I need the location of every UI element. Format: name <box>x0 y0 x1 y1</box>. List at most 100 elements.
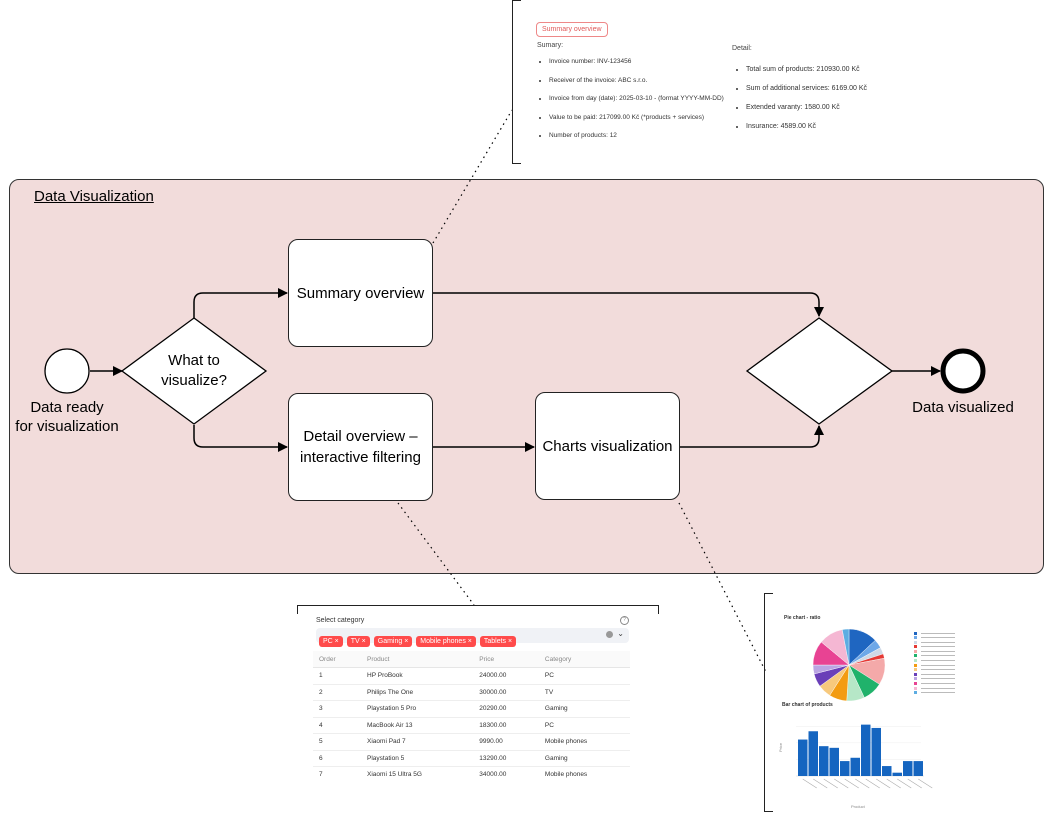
table-cell: TV <box>538 684 630 701</box>
summary-overview-label: Summary overview <box>296 284 425 302</box>
table-cell: 34000.00 <box>473 766 539 782</box>
legend-text-line <box>921 692 955 694</box>
category-tag[interactable]: Mobile phones × <box>416 636 476 647</box>
table-cell: Gaming <box>538 700 630 718</box>
select-category-label: Select category <box>316 617 365 624</box>
category-tag[interactable]: TV × <box>346 636 370 647</box>
x-tick-label <box>834 778 849 789</box>
summary-label: Sumary: <box>537 42 564 49</box>
detail-item: Sum of additional services: 6169.00 Kč <box>746 85 946 92</box>
pie-slice <box>842 628 850 666</box>
pie-chart-title: Pie chart - ratio <box>784 615 821 621</box>
summary-items-list: Invoice number: INV-123456Receiver of th… <box>537 58 739 151</box>
summary-overview-task[interactable]: Summary overview <box>288 239 433 347</box>
legend-entry <box>914 663 974 667</box>
table-cell: Gaming <box>538 750 630 767</box>
association-summary <box>432 109 513 244</box>
table-cell: 9990.00 <box>473 733 539 751</box>
x-axis-label: Product <box>851 804 866 809</box>
legend-text-line <box>921 669 955 671</box>
charts-visualization-task[interactable]: Charts visualization <box>535 392 680 500</box>
legend-text-line <box>921 641 955 643</box>
bar <box>798 739 808 776</box>
legend-swatch <box>914 640 917 644</box>
category-multiselect[interactable]: PC ×TV ×Gaming ×Mobile phones ×Tablets ×… <box>316 628 629 647</box>
legend-swatch <box>914 677 917 681</box>
legend-text-line <box>921 683 955 685</box>
pie-legend <box>914 631 974 695</box>
column-header[interactable]: Product <box>361 651 474 668</box>
table-cell: 7 <box>313 766 362 782</box>
x-tick-label <box>886 778 901 789</box>
legend-text-line <box>921 678 955 680</box>
category-tag[interactable]: Tablets × <box>479 636 517 647</box>
summary-item: Number of products: 12 <box>549 132 739 139</box>
column-header[interactable]: Order <box>313 651 362 668</box>
table-cell: 1 <box>313 667 362 685</box>
table-cell: 30000.00 <box>473 684 539 701</box>
legend-text-line <box>921 687 955 689</box>
bar <box>840 761 850 776</box>
legend-entry <box>914 654 974 658</box>
decision-gateway-shape <box>120 317 268 425</box>
x-tick-label <box>865 778 880 789</box>
column-header[interactable]: Category <box>538 651 630 668</box>
y-axis-label: Price <box>778 742 783 752</box>
detail-label: Detail: <box>732 45 752 52</box>
bar <box>892 772 902 776</box>
bar <box>850 757 860 776</box>
table-cell: Xiaomi Pad 7 <box>361 733 474 751</box>
chevron-down-icon[interactable]: ⌄ <box>617 629 624 638</box>
legend-text-line <box>921 650 955 652</box>
legend-text-line <box>921 632 955 634</box>
table-cell: Playstation 5 Pro <box>361 700 474 718</box>
table-cell: MacBook Air 13 <box>361 717 474 734</box>
flow-charts-to-merge <box>679 425 824 448</box>
x-tick-label <box>813 778 828 789</box>
bar <box>871 727 881 776</box>
legend-entry <box>914 686 974 690</box>
category-tag[interactable]: PC × <box>319 636 343 647</box>
bar-chart-title: Bar chart of products <box>782 702 833 708</box>
detail-item: Total sum of products: 210930.00 Kč <box>746 66 946 73</box>
detail-items-list: Total sum of products: 210930.00 Kč Sum o… <box>734 66 946 142</box>
bar <box>819 746 829 776</box>
summary-item: Receiver of the invoice: ABC s.r.o. <box>549 77 739 84</box>
detail-overview-label: Detail overview – interactive filtering <box>300 428 421 466</box>
start-event-label: Data ready for visualization <box>15 399 119 435</box>
category-tag[interactable]: Gaming × <box>373 636 413 647</box>
filter-annotation-bracket <box>297 605 659 614</box>
charts-visualization-label: Charts visualization <box>542 437 673 455</box>
summary-item: Invoice number: INV-123456 <box>549 58 739 65</box>
clear-icon[interactable] <box>606 631 613 638</box>
legend-text-line <box>921 655 955 657</box>
x-tick-label <box>823 778 838 789</box>
table-cell: 18300.00 <box>473 717 539 734</box>
decision-gateway-label: What to visualize? <box>161 352 227 389</box>
x-tick-label <box>918 778 933 789</box>
legend-swatch <box>914 654 917 658</box>
x-tick-label <box>876 778 891 789</box>
help-icon[interactable]: ? <box>620 616 629 625</box>
summary-annotation-bracket <box>512 0 521 164</box>
selected-tags: PC ×TV ×Gaming ×Mobile phones ×Tablets × <box>319 630 520 647</box>
legend-text-line <box>921 673 955 675</box>
legend-swatch <box>914 691 917 695</box>
table-cell: 2 <box>313 684 362 701</box>
table-cell: 3 <box>313 700 362 718</box>
column-header[interactable]: Price <box>473 651 539 668</box>
table-cell: 6 <box>313 750 362 767</box>
end-event-shape <box>940 348 986 394</box>
detail-overview-task[interactable]: Detail overview – interactive filtering <box>288 393 433 501</box>
bar <box>882 766 892 776</box>
